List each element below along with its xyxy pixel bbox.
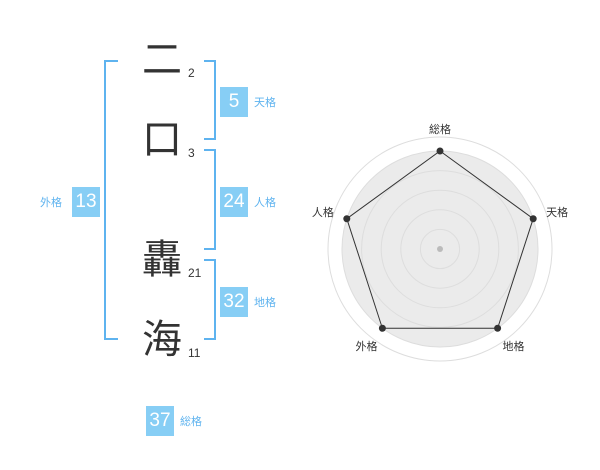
radar-axis-label: 天格	[546, 205, 568, 219]
name-char-3: 轟	[142, 237, 182, 283]
radar-data-point	[343, 215, 351, 223]
radar-center-dot	[437, 246, 443, 252]
radar-axis-label: 外格	[355, 339, 377, 353]
jinkaku-score-badge: 24	[220, 187, 248, 217]
stroke-count-3: 21	[188, 266, 202, 280]
radar-axis-label: 地格	[503, 339, 525, 353]
jinkaku-label: 人格	[254, 196, 276, 209]
soukaku-label: 総格	[180, 415, 202, 428]
name-char-4: 海	[142, 317, 182, 363]
chikaku-bracket	[204, 259, 216, 340]
chikaku-label: 地格	[254, 296, 276, 309]
radar-axis-label: 人格	[312, 205, 334, 219]
jinkaku-bracket	[204, 149, 216, 250]
tenkaku-label: 天格	[254, 96, 276, 109]
radar-data-point	[436, 147, 444, 155]
soukaku-score-badge: 37	[146, 406, 174, 436]
radar-axis-label: 総格	[429, 122, 451, 136]
stroke-count-4: 11	[188, 346, 201, 360]
name-char-2: 口	[142, 117, 182, 163]
stroke-count-1: 2	[188, 66, 195, 80]
radar-data-point	[494, 324, 502, 332]
name-char-1: 二	[142, 37, 182, 83]
gaikaku-score-badge: 13	[72, 187, 100, 217]
chikaku-score-badge: 32	[220, 287, 248, 317]
tenkaku-score-badge: 5	[220, 87, 248, 117]
radar-data-point	[378, 324, 386, 332]
tenkaku-bracket	[204, 60, 216, 140]
gaikaku-label: 外格	[40, 196, 62, 209]
radar-data-polygon	[346, 150, 534, 329]
gaikaku-bracket	[104, 60, 118, 340]
radar-data-point	[529, 215, 537, 223]
stroke-count-2: 3	[188, 146, 195, 160]
